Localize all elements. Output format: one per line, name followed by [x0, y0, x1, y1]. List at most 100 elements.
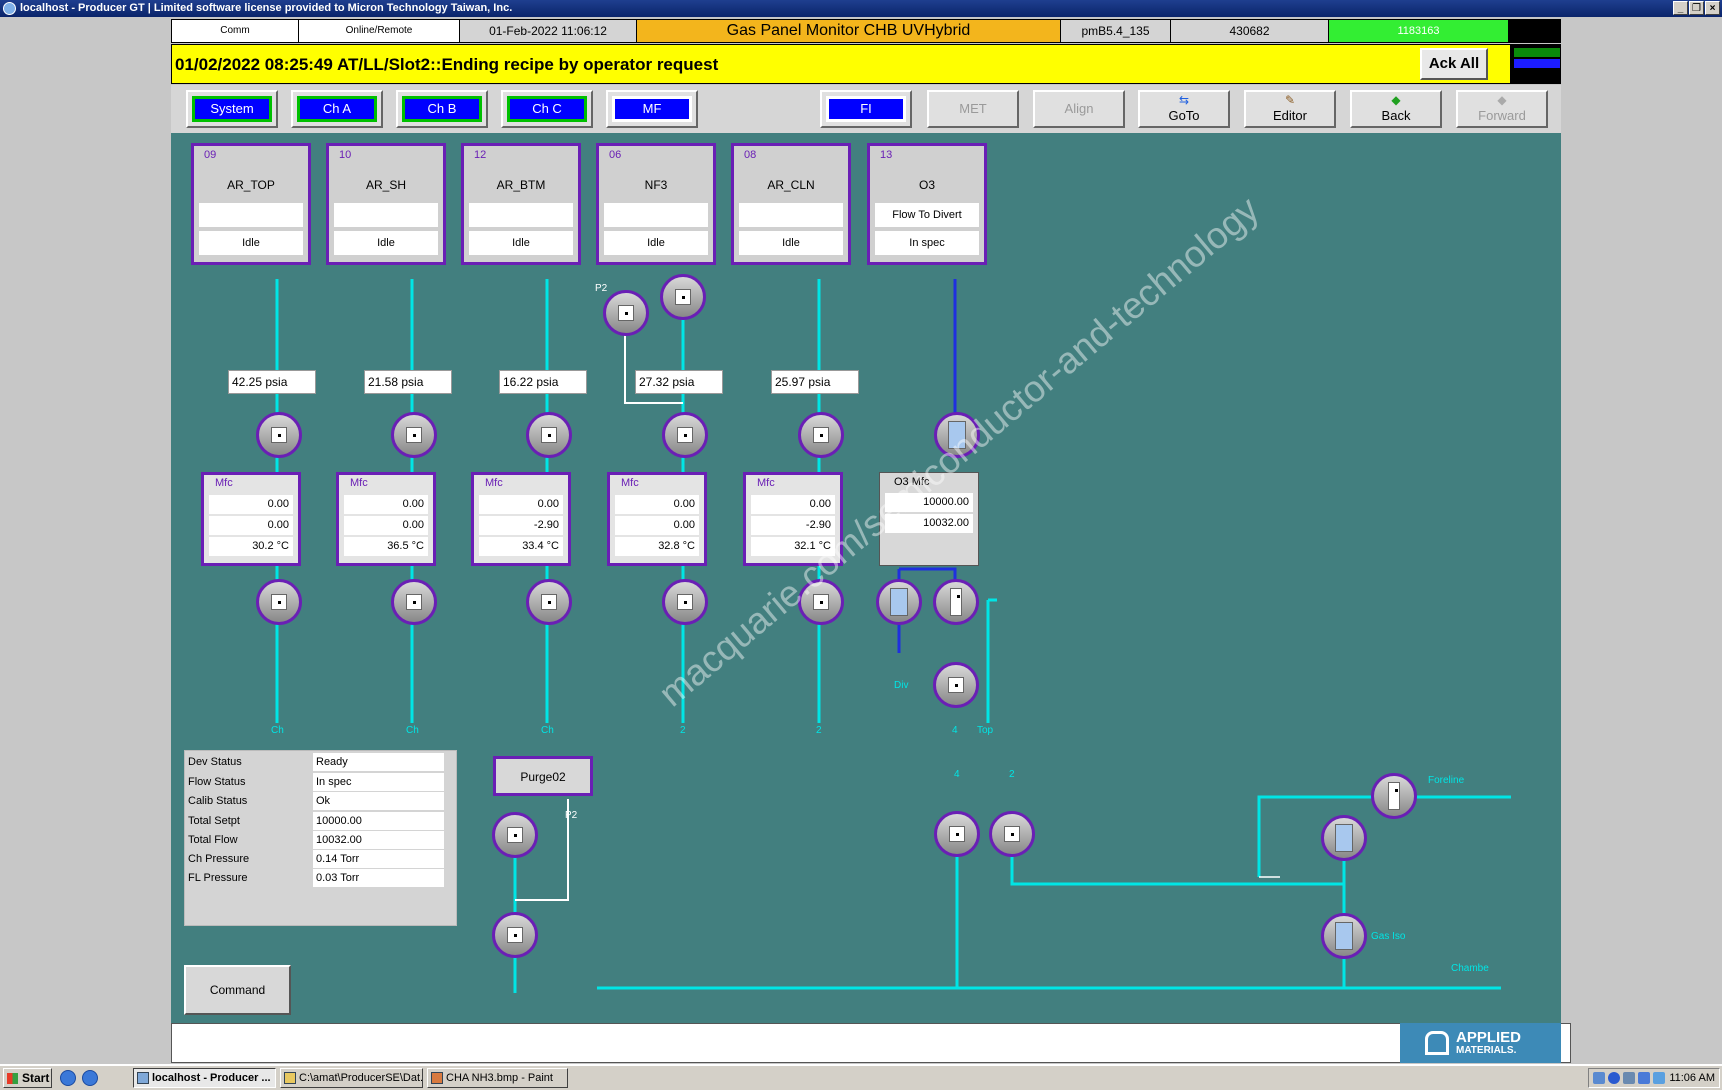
close-icon[interactable]: ×	[1705, 1, 1720, 15]
task-explorer[interactable]: C:\amat\ProducerSE\Dat...	[280, 1068, 423, 1088]
tray-shield-icon[interactable]	[1608, 1072, 1620, 1084]
gas-field	[604, 203, 708, 227]
chb-button-label: Ch B	[402, 96, 482, 122]
status-value: 0.03 Torr	[313, 869, 444, 887]
back-button[interactable]: ◆Back	[1350, 90, 1442, 128]
valve-o3-top[interactable]	[933, 662, 979, 708]
editor-button[interactable]: ✎Editor	[1244, 90, 1336, 128]
arrow-left-icon: ◆	[1391, 93, 1401, 107]
align-button[interactable]: Align	[1033, 90, 1125, 128]
goto-button[interactable]: ⇆GoTo	[1138, 90, 1230, 128]
applied-materials-logo: APPLIED MATERIALS.	[1400, 1023, 1561, 1063]
foreline-pipe	[1257, 795, 1511, 877]
task-paint[interactable]: CHA NH3.bmp - Paint	[427, 1068, 568, 1088]
task-label: C:\amat\ProducerSE\Dat...	[299, 1072, 423, 1084]
valve-ar-sh-upper[interactable]	[391, 412, 437, 458]
mf-button[interactable]: MF	[606, 90, 698, 128]
chc-button[interactable]: Ch C	[501, 90, 593, 128]
valve-purge-upper[interactable]	[492, 812, 538, 858]
window-controls: _ ❐ ×	[1673, 1, 1720, 15]
valve-gas-iso[interactable]	[1321, 913, 1367, 959]
tray-monitor-icon[interactable]	[1623, 1072, 1635, 1084]
valve-ar-btm-lower[interactable]	[526, 579, 572, 625]
valve-line-2[interactable]	[989, 811, 1035, 857]
message-field[interactable]	[171, 1023, 1571, 1063]
valve-ar-top-lower[interactable]	[256, 579, 302, 625]
valve-nf3-lower[interactable]	[662, 579, 708, 625]
gas-status: Idle	[739, 231, 843, 255]
valve-ar-top-upper[interactable]	[256, 412, 302, 458]
status-value: Ready	[313, 753, 444, 771]
valve-bypass[interactable]	[1321, 815, 1367, 861]
tray-display-icon[interactable]	[1638, 1072, 1650, 1084]
tray-volume-icon[interactable]	[1653, 1072, 1665, 1084]
gas-pipes	[275, 279, 1511, 993]
chb-button[interactable]: Ch B	[396, 90, 488, 128]
fi-button[interactable]: FI	[820, 90, 912, 128]
ie-icon[interactable]	[82, 1070, 98, 1086]
gas-box-ar-btm[interactable]: 12 AR_BTM Idle	[461, 143, 581, 265]
met-button[interactable]: MET	[927, 90, 1019, 128]
gas-name: NF3	[644, 178, 668, 192]
mfc-temperature: 30.2 °C	[209, 537, 293, 556]
mfc-flow: 0.00	[615, 516, 699, 535]
mfc-setpoint: 0.00	[344, 495, 428, 514]
status-key: Total Setpt	[188, 815, 240, 827]
desktop-icon[interactable]	[60, 1070, 76, 1086]
gas-name: O3	[918, 178, 935, 192]
valve-foreline[interactable]	[1371, 773, 1417, 819]
gas-box-ar-sh[interactable]: 10 AR_SH Idle	[326, 143, 446, 265]
gas-field	[199, 203, 303, 227]
valve-o3-upper[interactable]	[934, 412, 980, 458]
wafer-counter-display: 1183163	[1329, 20, 1509, 42]
gas-box-o3[interactable]: 13 O3 Flow To Divert In spec	[867, 143, 987, 265]
valve-nf3-top[interactable]	[660, 274, 706, 320]
mfc-label: Mfc	[485, 477, 503, 489]
valve-nf3-p2[interactable]	[603, 290, 649, 336]
alarm-indicator	[1510, 45, 1560, 83]
gas-panel-diagram: 09 AR_TOP Idle 10 AR_SH Idle 12 AR_BTM I…	[171, 133, 1561, 1023]
tray-network-icon[interactable]	[1593, 1072, 1605, 1084]
valve-line-4[interactable]	[934, 811, 980, 857]
minimize-icon[interactable]: _	[1673, 1, 1688, 15]
system-button[interactable]: System	[186, 90, 278, 128]
start-button[interactable]: Start	[3, 1068, 52, 1088]
valve-nf3-upper[interactable]	[662, 412, 708, 458]
valve-ar-cln-upper[interactable]	[798, 412, 844, 458]
valve-indicator	[890, 588, 908, 616]
command-button[interactable]: Command	[184, 965, 291, 1015]
mfc-ar-sh[interactable]: Mfc 0.00 0.00 36.5 °C	[336, 472, 436, 566]
valve-purge-lower[interactable]	[492, 912, 538, 958]
gas-box-ar-top[interactable]: 09 AR_TOP Idle	[191, 143, 311, 265]
valve-ar-btm-upper[interactable]	[526, 412, 572, 458]
status-value: 0.14 Torr	[313, 850, 444, 868]
gas-box-ar-cln[interactable]: 08 AR_CLN Idle	[731, 143, 851, 265]
valve-o3-chamber[interactable]	[933, 579, 979, 625]
valve-o3-divert[interactable]	[876, 579, 922, 625]
mfc-ar-btm[interactable]: Mfc 0.00 -2.90 33.4 °C	[471, 472, 571, 566]
status-key: FL Pressure	[188, 872, 248, 884]
task-producer[interactable]: localhost - Producer ...	[133, 1068, 276, 1088]
valve-ar-sh-lower[interactable]	[391, 579, 437, 625]
valve-ar-cln-lower[interactable]	[798, 579, 844, 625]
forward-button[interactable]: ◆Forward	[1456, 90, 1548, 128]
status-value: 10032.00	[313, 831, 444, 849]
purge02-button[interactable]: Purge02	[493, 756, 593, 796]
line-4-label: 4	[954, 769, 960, 780]
status-key: Total Flow	[188, 834, 238, 846]
valve-indicator	[1388, 782, 1400, 810]
top-label: Top	[977, 725, 994, 736]
alarm-message: 01/02/2022 08:25:49 AT/LL/Slot2::Ending …	[175, 55, 719, 74]
restore-icon[interactable]: ❐	[1689, 1, 1704, 15]
blue-indicator-bar	[1514, 59, 1560, 68]
alarm-bar: 01/02/2022 08:25:49 AT/LL/Slot2::Ending …	[171, 44, 1561, 84]
mfc-o3[interactable]: O3 Mfc 10000.00 10032.00	[879, 472, 979, 566]
mfc-ar-cln[interactable]: Mfc 0.00 -2.90 32.1 °C	[743, 472, 843, 566]
cha-button[interactable]: Ch A	[291, 90, 383, 128]
ack-all-button[interactable]: Ack All	[1420, 48, 1488, 80]
mfc-nf3[interactable]: Mfc 0.00 0.00 32.8 °C	[607, 472, 707, 566]
gas-box-nf3[interactable]: 06 NF3 Idle	[596, 143, 716, 265]
mfc-ar-top[interactable]: Mfc 0.00 0.00 30.2 °C	[201, 472, 301, 566]
gas-field	[469, 203, 573, 227]
